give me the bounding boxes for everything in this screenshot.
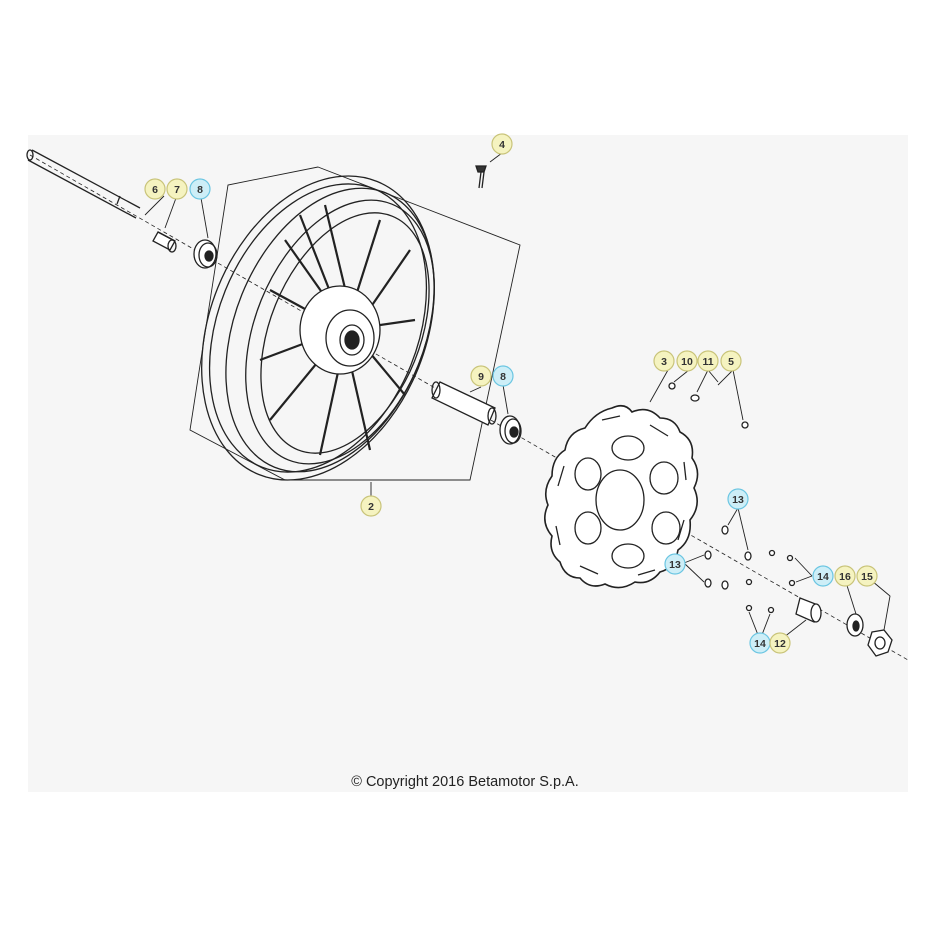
callout-bubble [856,565,878,587]
bearing-right [499,415,522,445]
callout-c10: 10 [676,350,698,372]
callout-layer: 6 7 8 4 9 8 2 3 10 11 5 13 13 14 16 15 14 12 [144,133,878,654]
callout-bubble [144,178,166,200]
callout-bubble [491,133,513,155]
callout-bubble [492,365,514,387]
callout-number: 8 [197,184,203,196]
callout-c2: 2 [360,495,382,517]
callout-c8b: 8 [492,365,514,387]
callout-bubble [189,178,211,200]
callout-c14a: 14 [812,565,834,587]
callout-c12: 12 [769,632,791,654]
callout-c13b: 13 [664,553,686,575]
callout-bubble [664,553,686,575]
callout-number: 14 [754,638,766,650]
callout-bubble [166,178,188,200]
washer [846,613,864,637]
callout-bubble [727,488,749,510]
bearing-left [193,239,218,269]
callout-c9: 9 [470,365,492,387]
callout-number: 11 [702,356,713,368]
diagram-panel [28,135,908,792]
callout-number: 5 [728,356,734,368]
callout-c8a: 8 [189,178,211,200]
callout-c11: 11 [697,350,719,372]
callout-bubble [360,495,382,517]
callout-number: 13 [732,494,744,506]
callout-number: 14 [817,571,829,583]
wheel-hub [299,285,381,375]
callout-number: 4 [499,139,505,151]
axle-nut [867,629,893,657]
spacer-part [152,231,177,253]
callout-number: 8 [500,371,506,383]
callout-c7: 7 [166,178,188,200]
callout-c3: 3 [653,350,675,372]
callout-bubble [834,565,856,587]
callout-number: 3 [661,356,667,368]
callout-number: 10 [681,356,693,368]
disc-bolts [668,382,796,614]
callout-number: 6 [152,184,158,196]
callout-bubble [769,632,791,654]
callout-bubble [697,350,719,372]
callout-number: 7 [174,184,180,196]
hub-spacer [431,381,497,426]
callout-number: 12 [774,638,786,650]
callout-number: 13 [669,559,681,571]
callout-bubble [470,365,492,387]
callout-c13a: 13 [727,488,749,510]
valve-part [475,165,487,189]
copyright-notice: © Copyright 2016 Betamotor S.p.A. [351,774,579,790]
callout-bubble [676,350,698,372]
axle-shaft [26,149,141,219]
callout-number: 2 [368,501,374,513]
callout-bubble [720,350,742,372]
callout-c15: 15 [856,565,878,587]
right-spacer [795,597,822,623]
leader-lines [144,152,891,642]
callout-c14b: 14 [749,632,771,654]
callout-bubble [812,565,834,587]
callout-number: 16 [839,571,851,583]
wheel-rim [201,175,435,481]
callout-c16: 16 [834,565,856,587]
brake-disc [544,404,699,589]
callout-number: 9 [478,371,484,383]
callout-c6: 6 [144,178,166,200]
callout-c5: 5 [720,350,742,372]
callout-bubble [653,350,675,372]
callout-c4: 4 [491,133,513,155]
callout-number: 15 [861,571,873,583]
